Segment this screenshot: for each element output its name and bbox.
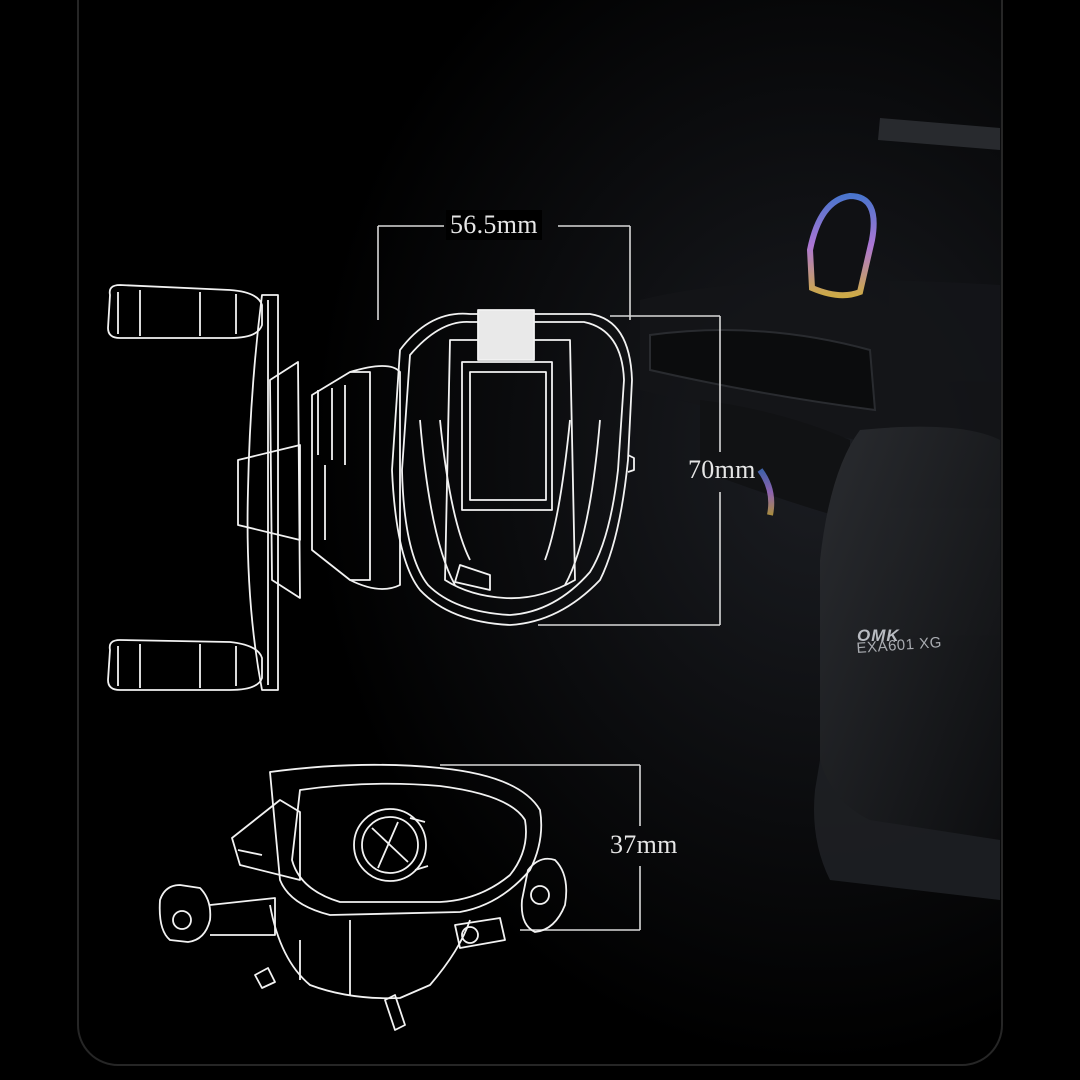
card-frame: [77, 0, 1003, 1066]
depth-dimension-line: [440, 764, 641, 931]
width-dimension-label: 56.5mm: [446, 210, 542, 240]
brand-logo: OMK: [857, 626, 900, 645]
reel-photo: [640, 118, 1000, 900]
depth-dimension-label: 37mm: [610, 830, 678, 859]
reel-top-view: [158, 763, 568, 1031]
height-dimension-line: [538, 315, 721, 626]
handle-knob-photo: [806, 192, 877, 299]
height-dimension-label: 70mm: [688, 455, 756, 484]
reel-front-view: [107, 284, 635, 691]
width-dimension-line: [377, 225, 631, 320]
